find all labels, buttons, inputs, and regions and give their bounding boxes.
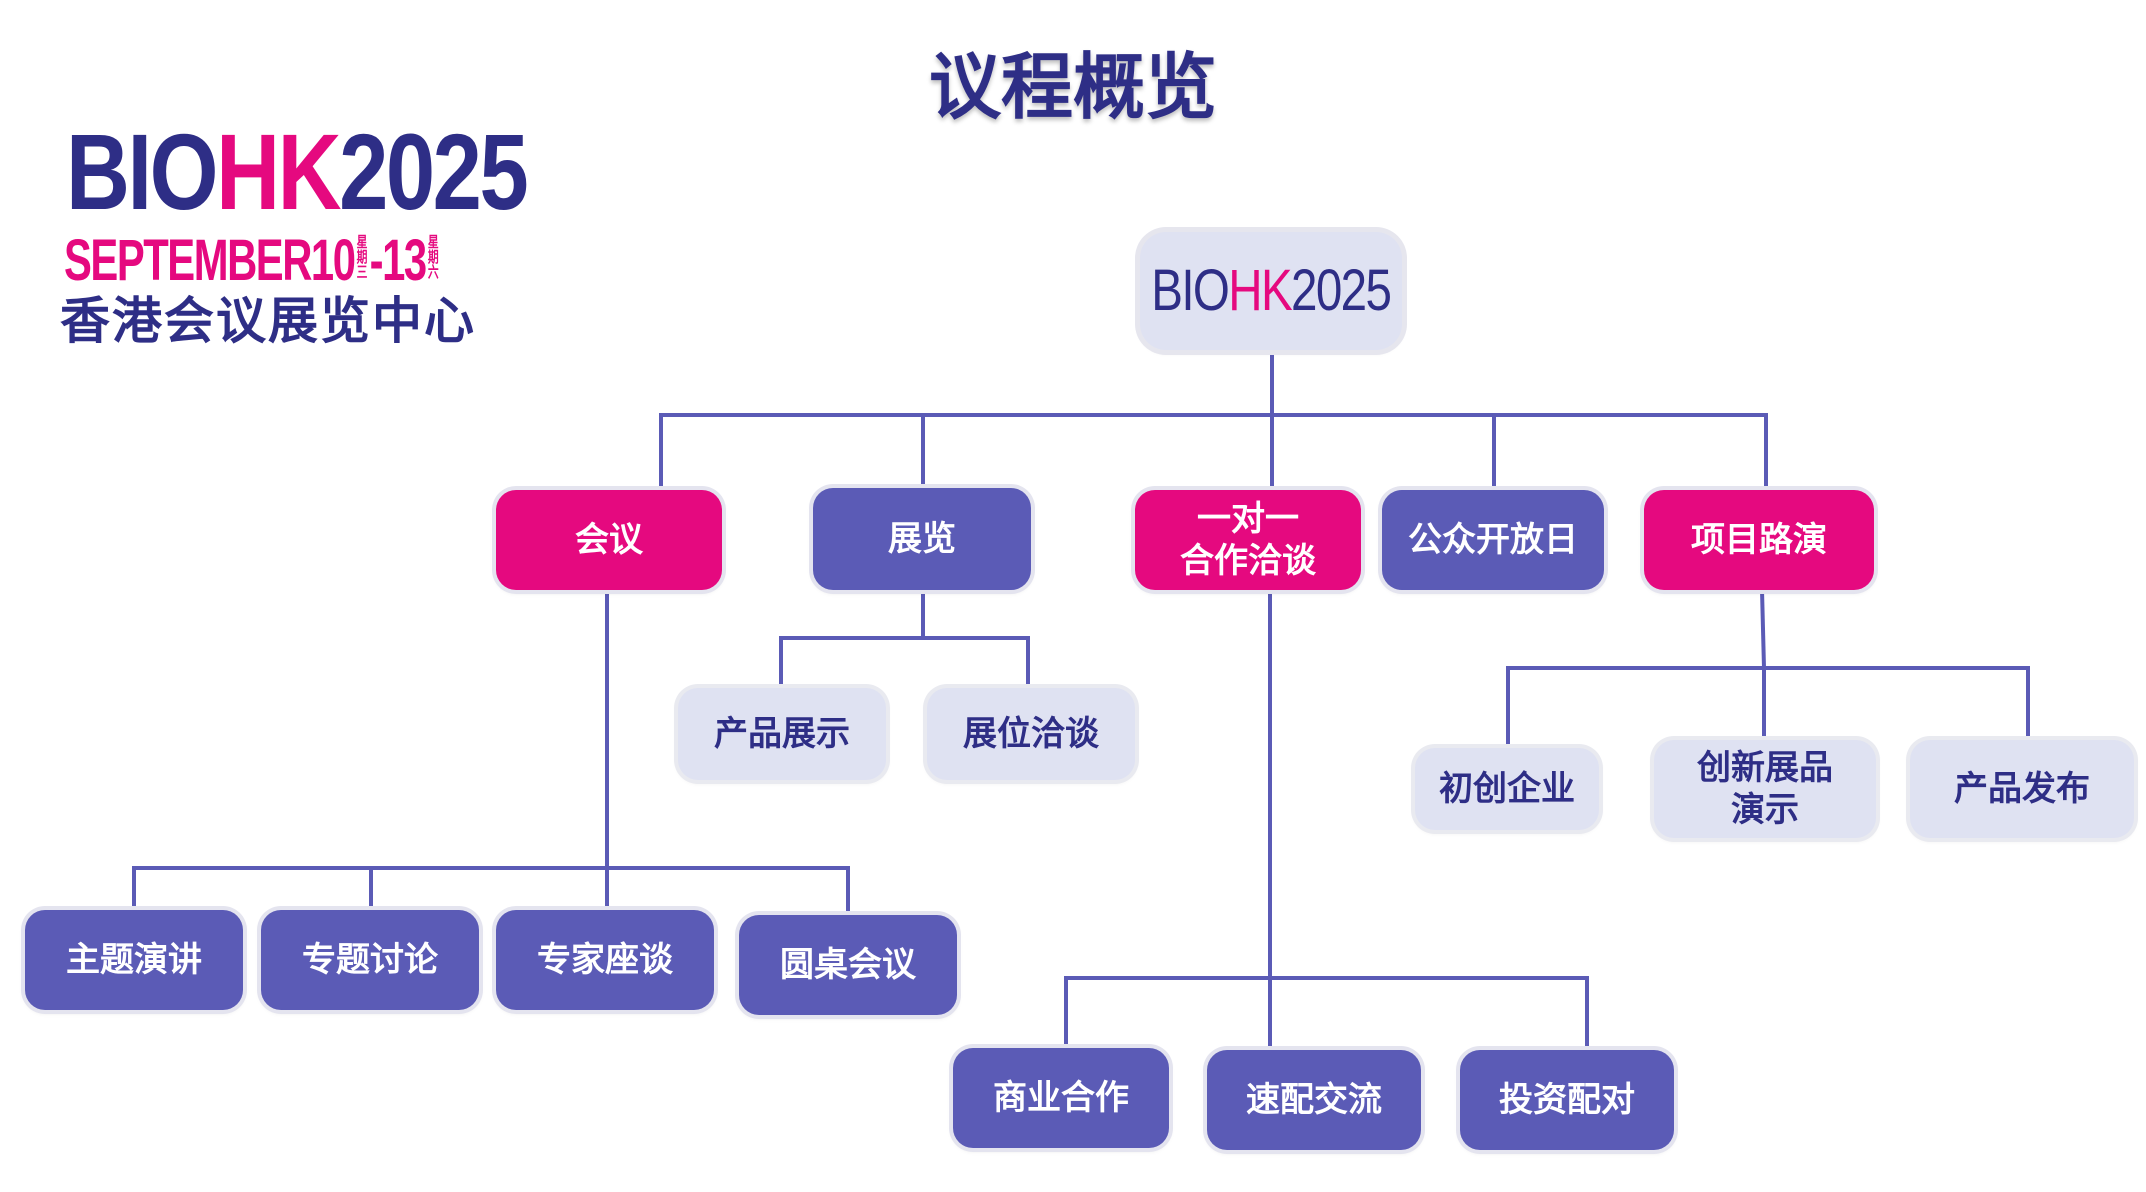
pitch-item-startups: 初创企业 <box>1415 748 1599 830</box>
event-logo: BIOHK2025 SEPTEMBER10星期三-13星期六 香港会议展览中心 <box>60 118 529 358</box>
category-public-day: 公众开放日 <box>1382 490 1604 590</box>
category-partnering: 一对一 合作洽谈 <box>1135 490 1361 590</box>
partnering-item-business: 商业合作 <box>953 1048 1169 1148</box>
root-node: BIOHK2025 <box>1140 232 1402 350</box>
category-conference: 会议 <box>496 490 722 590</box>
exhibition-item-product-display: 产品展示 <box>678 688 886 780</box>
logo-wordmark: BIOHK2025 <box>66 111 529 232</box>
category-pitch: 项目路演 <box>1644 490 1874 590</box>
partnering-item-investment: 投资配对 <box>1460 1050 1674 1150</box>
conference-item-expert: 专家座谈 <box>496 910 714 1010</box>
connector-pitch-down <box>1759 587 1767 671</box>
partnering-item-speed: 速配交流 <box>1207 1050 1421 1150</box>
pitch-item-product-launch: 产品发布 <box>1910 740 2134 838</box>
conference-item-keynote: 主题演讲 <box>25 910 243 1010</box>
exhibition-item-booth-talks: 展位洽谈 <box>927 688 1135 780</box>
conference-item-panel: 专题讨论 <box>261 910 479 1010</box>
pitch-item-innovation-demo: 创新展品 演示 <box>1654 740 1876 838</box>
logo-venue: 香港会议展览中心 <box>60 292 476 350</box>
conference-item-roundtable: 圆桌会议 <box>739 915 957 1015</box>
logo-dates: SEPTEMBER10星期三-13星期六 <box>64 228 439 293</box>
page-title: 议程概览 <box>928 45 1217 129</box>
category-exhibition: 展览 <box>813 488 1031 590</box>
